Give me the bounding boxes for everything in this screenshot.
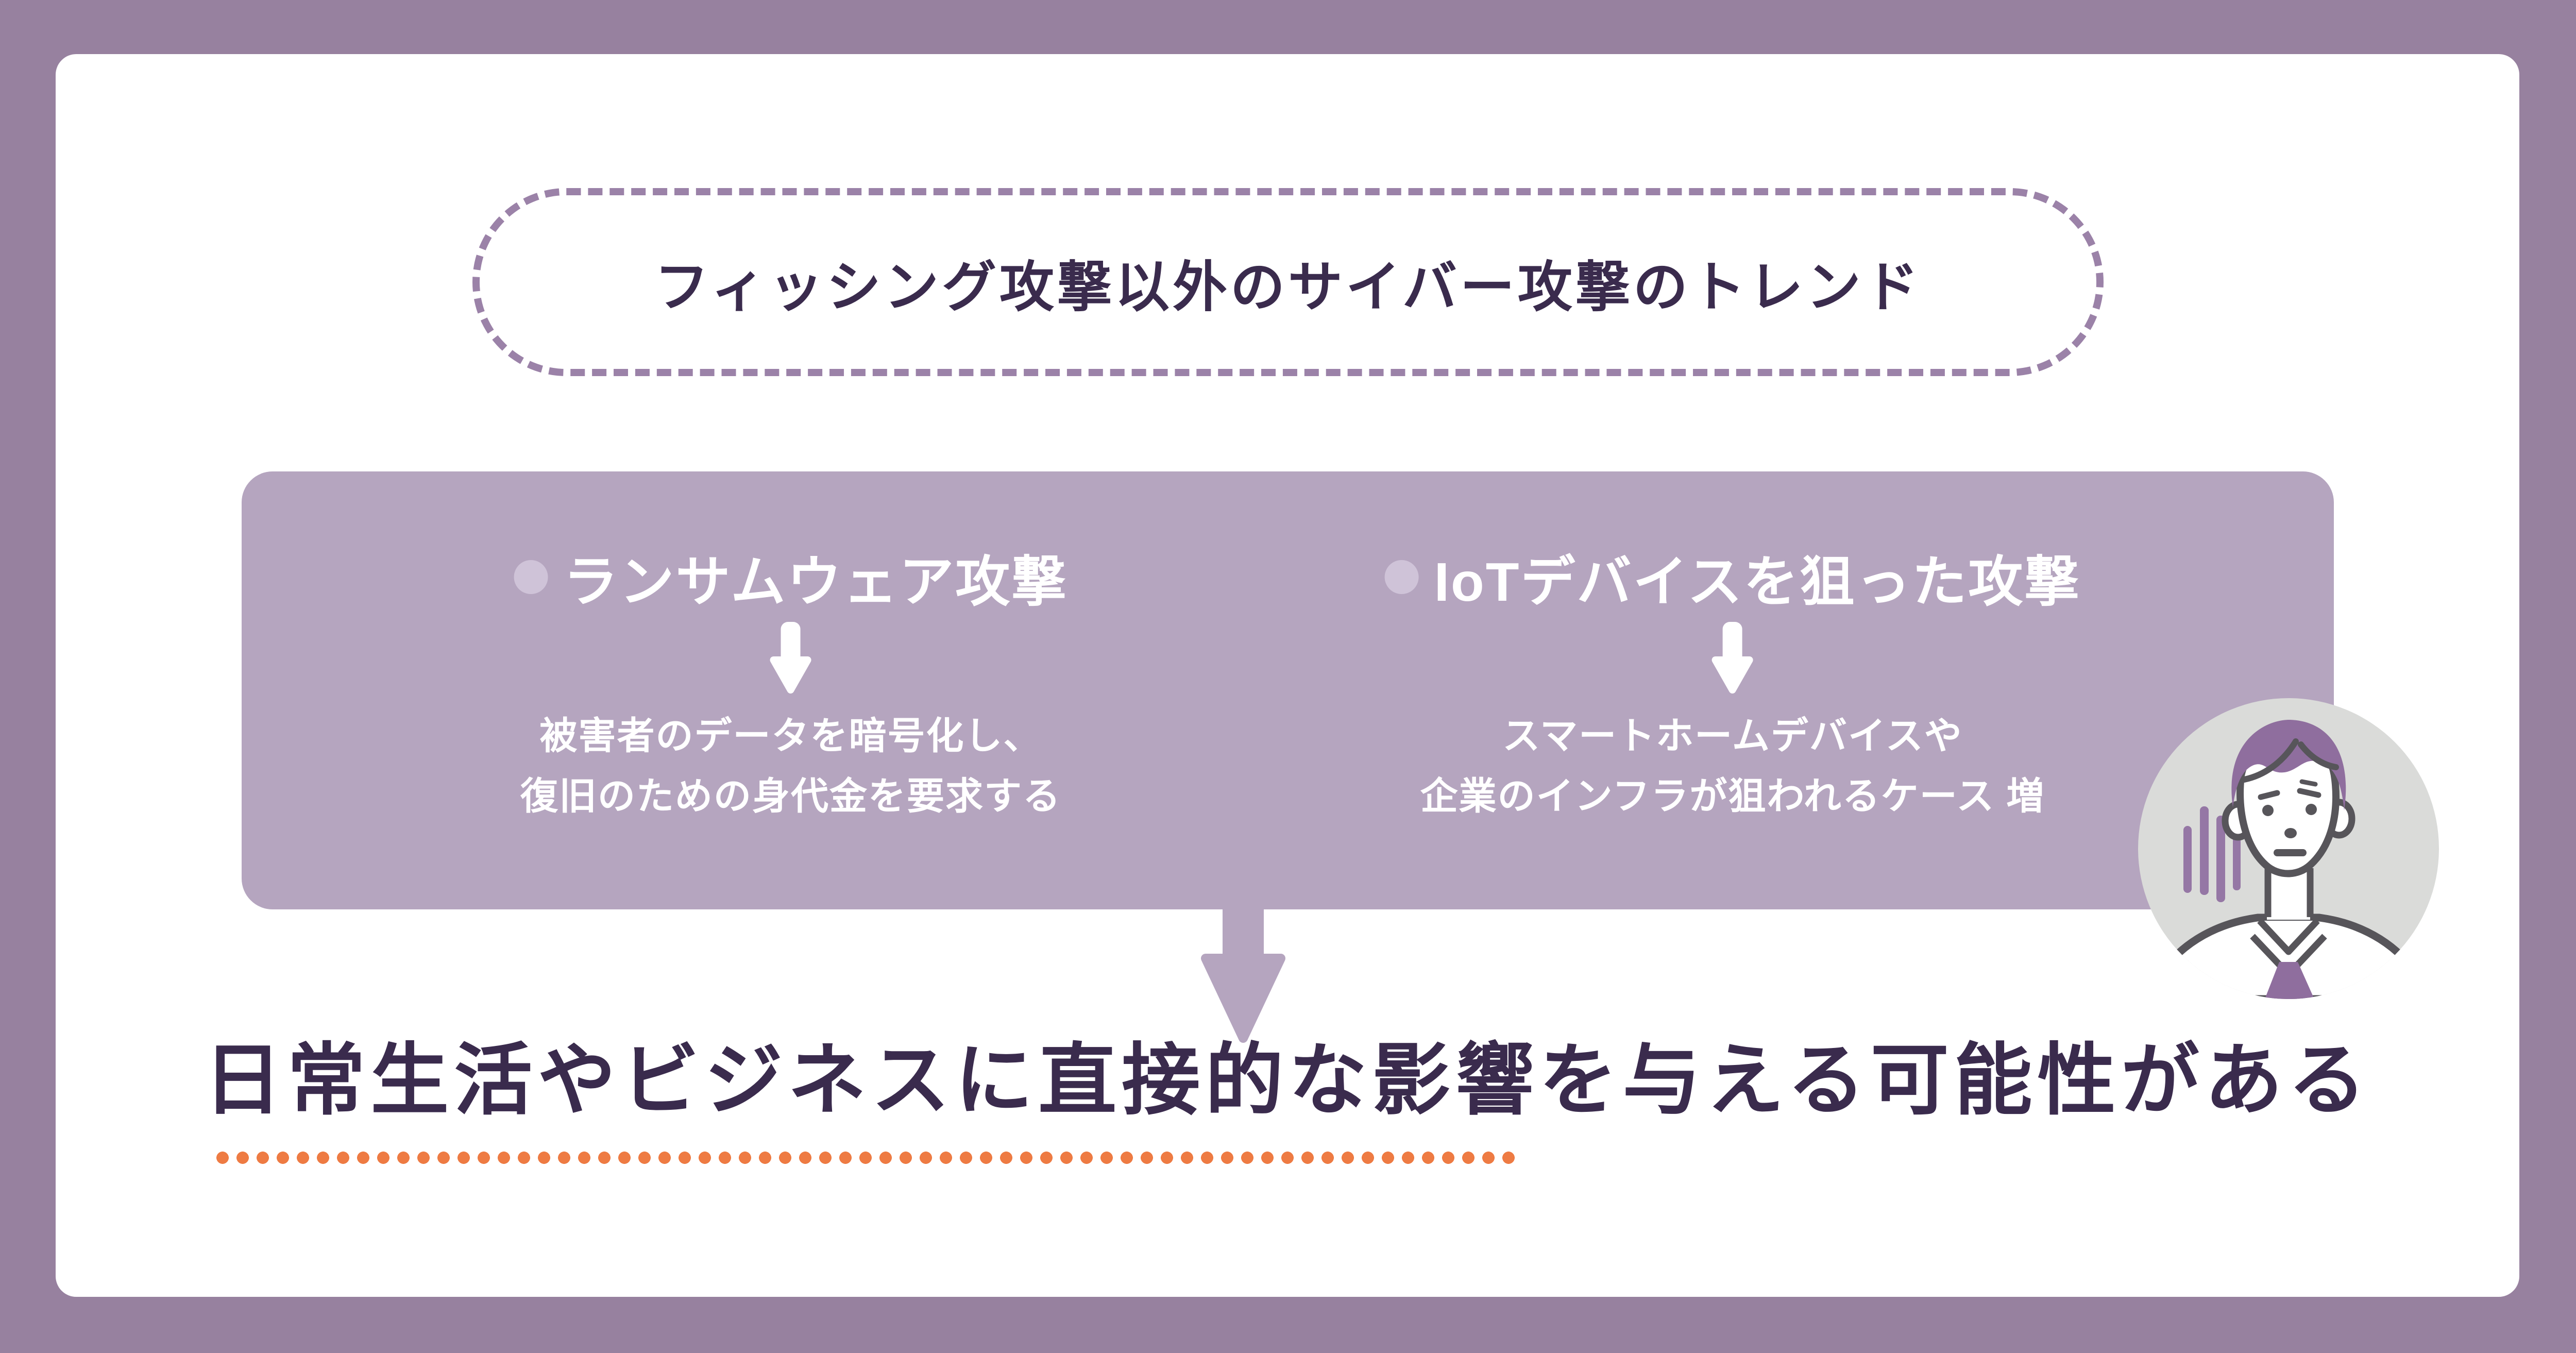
description-line: 企業のインフラが狙われるケース 増: [1420, 775, 2045, 817]
worried-person-illustration: [2143, 720, 2434, 999]
down-arrow-icon: [770, 622, 811, 694]
worried-person-avatar: [2138, 698, 2439, 999]
trend-heading: IoTデバイスを狙った攻撃: [1434, 552, 2081, 613]
circle-bullet-icon: [514, 560, 548, 594]
trend-heading-row: ランサムウェア攻撃: [514, 544, 1068, 613]
description-line: スマートホームデバイスや: [1502, 715, 1963, 757]
content-card: フィッシング攻撃以外のサイバー攻撃のトレンド ランサムウェア攻撃 被害者のデータ…: [56, 54, 2519, 1297]
trend-heading: ランサムウェア攻撃: [563, 552, 1068, 613]
trend-description: 被害者のデータを暗号化し、 復旧のための身代金を要求する: [514, 706, 1068, 826]
down-arrow-icon: [1712, 622, 1753, 694]
orange-dotted-underline: [216, 1152, 1522, 1164]
title-pill: フィッシング攻撃以外のサイバー攻撃のトレンド: [472, 188, 2104, 376]
circle-bullet-icon: [1384, 560, 1419, 594]
page-title: フィッシング攻撃以外のサイバー攻撃のトレンド: [654, 257, 1922, 318]
trend-item-ransomware: ランサムウェア攻撃 被害者のデータを暗号化し、 復旧のための身代金を要求する: [514, 471, 1068, 826]
description-line: 復旧のための身代金を要求する: [520, 775, 1061, 817]
trend-heading-row: IoTデバイスを狙った攻撃: [1384, 544, 2081, 613]
down-arrow-icon: [1201, 908, 1285, 1043]
stress-lines-icon: [2183, 806, 2241, 902]
trend-panel: ランサムウェア攻撃 被害者のデータを暗号化し、 復旧のための身代金を要求する I…: [242, 471, 2334, 909]
trend-item-iot: IoTデバイスを狙った攻撃 スマートホームデバイスや 企業のインフラが狙われるケ…: [1384, 471, 2081, 826]
conclusion-text: 日常生活やビジネスに直接的な影響を与える可能性がある: [204, 1037, 2371, 1124]
trend-description: スマートホームデバイスや 企業のインフラが狙われるケース 増: [1385, 706, 2081, 826]
description-line: 被害者のデータを暗号化し、: [539, 715, 1042, 757]
